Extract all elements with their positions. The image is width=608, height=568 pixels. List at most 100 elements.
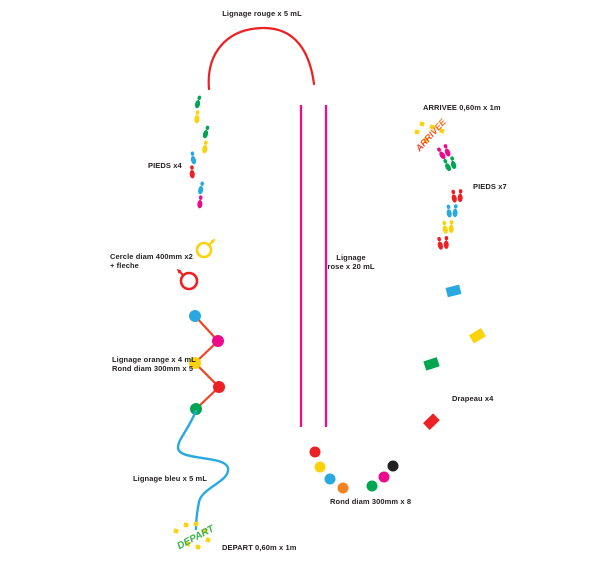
zigzag-dot-yellow	[189, 357, 201, 369]
zigzag-dot-blue	[189, 310, 201, 322]
footprint-pair-green	[443, 156, 457, 172]
foot-toe	[450, 156, 454, 161]
label-lignage-rouge: Lignage rouge x 5 mL	[222, 9, 302, 18]
foot-toe	[449, 220, 454, 225]
footprint-blue	[190, 151, 197, 165]
footprint-pair-magenta	[437, 144, 451, 160]
foot-sole	[448, 224, 454, 234]
foot-sole	[444, 148, 451, 157]
foot-sole	[198, 186, 204, 195]
foot-sole	[202, 145, 208, 154]
depart-square-3	[193, 521, 199, 527]
round-dot-magenta	[378, 471, 390, 483]
foot-sole	[437, 241, 443, 250]
foot-toe	[451, 189, 456, 195]
flag-yellow	[468, 328, 486, 344]
foot-right	[450, 156, 457, 170]
foot-sole	[452, 208, 458, 218]
foot-left	[446, 204, 452, 218]
footprint-green	[202, 125, 210, 139]
foot-toe	[453, 204, 458, 209]
zigzag-dot-green	[190, 403, 202, 415]
depart-square-1	[173, 528, 179, 534]
foot-left	[451, 189, 457, 203]
footprint-green	[194, 95, 202, 109]
foot-right	[443, 144, 451, 157]
foot-right	[457, 189, 463, 203]
foot-toe	[198, 195, 203, 200]
foot-sole	[450, 160, 457, 170]
foot-left	[443, 159, 452, 172]
round-dot-orange	[337, 482, 349, 494]
foot-toe	[458, 189, 463, 194]
footprint-blue	[198, 181, 204, 195]
footprint-yellow	[202, 140, 208, 154]
foot-toe	[195, 110, 200, 115]
foot-toe	[200, 181, 204, 186]
zigzag-dot-magenta	[212, 335, 224, 347]
arrow-head	[176, 268, 182, 274]
foot-toe	[437, 236, 441, 242]
label-arrivee-dim: ARRIVEE 0,60m x 1m	[423, 103, 501, 112]
label-lignage-rose-2: rose x 20 mL	[327, 262, 375, 271]
round-dot-green	[366, 480, 378, 492]
depart-square-7	[205, 537, 211, 543]
foot-toe	[190, 151, 195, 156]
round-dot-blue	[324, 473, 336, 485]
foot-right	[448, 220, 454, 234]
footprint-pair-red	[437, 235, 449, 250]
depart-square-4	[202, 528, 208, 534]
arrow-head	[210, 238, 216, 244]
label-pieds-right: PIEDS x7	[473, 182, 507, 191]
foot-sole	[446, 209, 452, 218]
foot-sole	[197, 200, 203, 209]
foot-toe	[446, 204, 451, 210]
footprint-red	[189, 165, 195, 179]
footprint-magenta	[197, 195, 203, 209]
footprint-pair-blue	[446, 204, 458, 218]
depart-square-6	[195, 544, 201, 550]
foot-right	[452, 204, 458, 218]
foot-toe	[444, 235, 449, 241]
label-lignage-orange: Lignage orange x 4 mL	[112, 355, 196, 364]
foot-left	[442, 220, 448, 234]
foot-sole	[189, 170, 195, 179]
footprint-pair-yellow	[442, 220, 454, 234]
round-dot-yellow	[314, 461, 326, 473]
zigzag-dot-red	[213, 381, 225, 393]
label-cercle-line1: Cercle diam 400mm x2	[110, 252, 193, 261]
arrivee-square-2	[429, 124, 435, 130]
circle-arrow-yellow	[195, 238, 216, 259]
label-rond-orange: Rond diam 300mm x 5	[112, 364, 194, 373]
red-arc-line	[207, 26, 316, 91]
foot-sole	[443, 240, 449, 249]
foot-toe	[205, 125, 210, 131]
arrow-shaft	[178, 270, 184, 276]
circle-outline	[179, 271, 199, 291]
foot-sole	[194, 115, 200, 124]
arrivee-square-3	[439, 128, 445, 134]
label-depart-dim: DEPART 0,60m x 1m	[222, 543, 297, 552]
depart-square-2	[183, 522, 189, 528]
label-lignage-rose-1: Lignage	[336, 253, 366, 262]
foot-right	[443, 235, 449, 249]
flag-red	[423, 413, 440, 431]
label-pieds-left: PIEDS x4	[148, 161, 182, 170]
foot-left	[437, 236, 443, 250]
foot-sole	[194, 100, 201, 109]
foot-sole	[190, 156, 197, 165]
foot-sole	[451, 194, 457, 203]
flag-green	[423, 357, 440, 371]
label-cercle-line2: + fleche	[110, 261, 139, 270]
foot-toe	[443, 159, 448, 164]
arrivee-square-1	[419, 121, 425, 127]
footprint-pair-red	[451, 189, 463, 203]
label-lignage-bleu: Lignage bleu x 5 mL	[133, 474, 207, 483]
foot-sole	[439, 151, 446, 160]
depart-square-5	[185, 541, 191, 547]
circle-arrow-red	[176, 268, 199, 291]
foot-toe	[442, 220, 447, 226]
foot-sole	[457, 193, 463, 203]
